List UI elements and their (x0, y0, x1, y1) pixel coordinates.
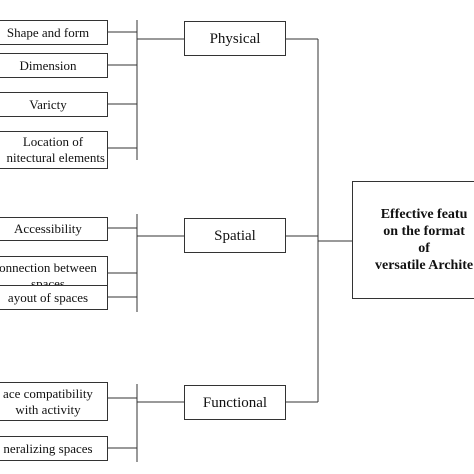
effective-features-line: on the format (383, 224, 465, 239)
item-label: neralizing spaces (3, 440, 93, 456)
spatial-item-accessibility: Accessibility (0, 217, 108, 241)
category-label: Functional (202, 394, 268, 411)
category-spatial-box: Spatial (184, 218, 286, 253)
item-label: nitectural elements (6, 150, 105, 165)
effective-features-box: Effective featu on the format of versati… (352, 181, 474, 299)
physical-item-variety: Varicty (0, 92, 108, 117)
item-label: Shape and form (6, 24, 90, 40)
effective-features-line: Effective featu (380, 207, 468, 222)
spatial-item-layout: ayout of spaces (0, 285, 108, 310)
item-label: Dimension (19, 57, 77, 73)
item-label: with activity (15, 401, 81, 417)
item-label: Varicty (29, 96, 67, 112)
functional-item-generalizing: neralizing spaces (0, 436, 108, 461)
physical-item-location: Location of nitectural elements (0, 131, 108, 169)
effective-features-line: of (418, 241, 430, 256)
category-label: Physical (209, 30, 261, 47)
physical-item-shape-and-form: Shape and form (0, 20, 108, 45)
category-label: Spatial (214, 227, 256, 244)
physical-item-dimension: Dimension (0, 53, 108, 78)
effective-features-line: versatile Archite (375, 258, 474, 273)
functional-item-compatibility: ace compatibility with activity (0, 382, 108, 421)
item-label: onnection between (0, 259, 97, 275)
category-functional-box: Functional (184, 385, 286, 420)
item-label: ayout of spaces (7, 289, 89, 305)
item-label: ace compatibility (3, 385, 93, 401)
item-label: Location of (22, 134, 84, 149)
item-label: Accessibility (14, 221, 82, 236)
category-physical-box: Physical (184, 21, 286, 56)
